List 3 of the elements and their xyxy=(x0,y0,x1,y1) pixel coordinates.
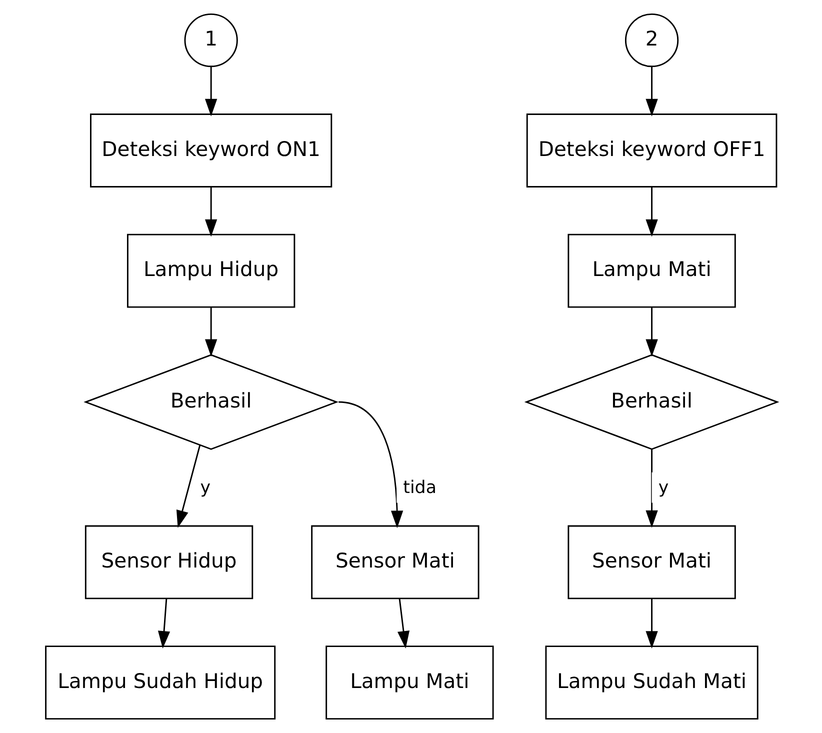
edge-label: tida xyxy=(402,478,436,498)
edge-label: y xyxy=(658,478,668,498)
edge-label: y xyxy=(200,478,210,498)
